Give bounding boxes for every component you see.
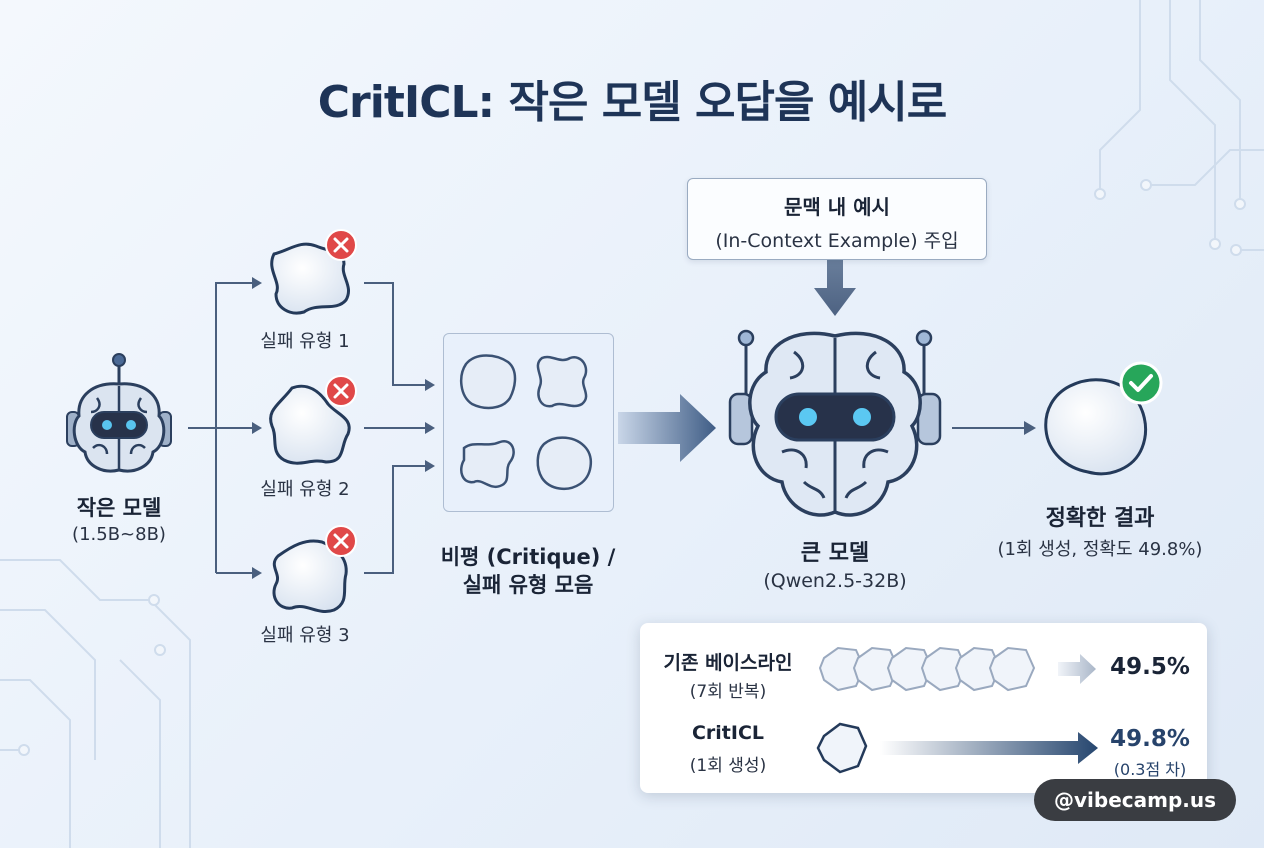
watermark-badge: @vibecamp.us xyxy=(1034,779,1236,821)
small-model-label: 작은 모델 xyxy=(76,496,162,520)
result-detail: (1회 생성, 정확도 49.8%) xyxy=(997,539,1203,560)
failure-type-3-label: 실패 유형 3 xyxy=(260,625,350,646)
baseline-sub: (7회 반복) xyxy=(689,682,767,702)
failure-blob-2-icon xyxy=(269,384,351,465)
baseline-value: 49.5% xyxy=(1110,654,1190,680)
error-x-icon xyxy=(325,229,357,261)
result-title: 정확한 결과 xyxy=(1045,506,1155,531)
criticl-value: 49.8% xyxy=(1110,726,1190,752)
error-x-icon xyxy=(325,375,357,407)
error-x-icon xyxy=(325,525,357,557)
failure-type-1-label: 실패 유형 1 xyxy=(260,331,350,352)
criticl-label: CritICL xyxy=(691,722,765,744)
injection-callout: 문맥 내 예시 (In-Context Example) 주입 xyxy=(687,178,987,260)
failure-type-2-label: 실패 유형 2 xyxy=(260,479,350,500)
large-robot-brain-icon xyxy=(728,329,942,517)
collection-label-line2: 실패 유형 모음 xyxy=(462,573,594,597)
failure-blob-1-icon xyxy=(270,242,350,315)
collected-blobs-icon xyxy=(459,354,593,491)
injection-title: 문맥 내 예시 xyxy=(784,195,890,219)
small-model-size: (1.5B~8B) xyxy=(72,524,166,545)
baseline-repeat-blobs-icon xyxy=(818,646,1096,692)
small-robot-brain-icon xyxy=(66,353,172,473)
large-model-label: 큰 모델 xyxy=(800,541,870,566)
criticl-diff: (0.3점 차) xyxy=(1113,760,1187,779)
failure-blob-3-icon xyxy=(272,539,348,613)
collection-label-line1: 비평 (Critique) / xyxy=(440,545,616,569)
criticl-single-blob-icon xyxy=(816,722,1098,774)
page-title: CritICL: 작은 모델 오답을 예시로 xyxy=(317,77,947,128)
criticl-sub: (1회 생성) xyxy=(689,756,767,776)
check-icon xyxy=(1119,361,1163,405)
large-model-size: (Qwen2.5-32B) xyxy=(763,570,907,592)
injection-subtitle: (In-Context Example) 주입 xyxy=(715,230,959,252)
baseline-label: 기존 베이스라인 xyxy=(663,652,793,674)
